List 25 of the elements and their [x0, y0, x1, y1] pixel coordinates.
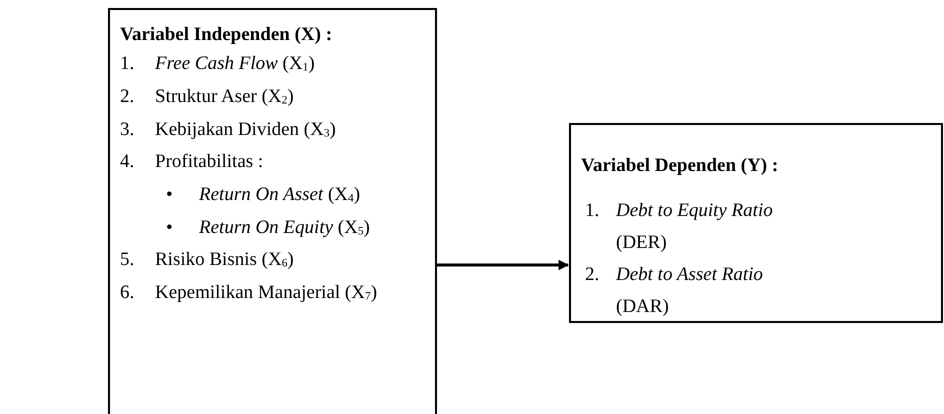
list-item: Struktur Aser (X$_{2}$)	[155, 86, 294, 109]
list-item: Profitabilitas :	[155, 151, 264, 173]
list-marker: 4.	[120, 151, 134, 173]
list-marker: 1.	[585, 200, 600, 222]
text-box	[108, 8, 437, 414]
list-marker: •	[166, 184, 173, 206]
heading: Variabel Dependen (Y) :	[581, 155, 778, 177]
list-item: Risiko Bisnis (X$_{6}$)	[155, 249, 294, 272]
list-item: Kepemilikan Manajerial (X$_{7}$)	[155, 282, 378, 305]
list-marker: 2.	[120, 86, 134, 108]
list-marker: 3.	[120, 119, 134, 141]
list-item: Debt to Equity Ratio (DER)	[616, 199, 774, 255]
list-item: Return On Equity (X$_{5}$)	[199, 217, 370, 240]
list-marker: 5.	[120, 249, 134, 271]
arrow	[437, 260, 570, 270]
list-item: Kebijakan Dividen (X$_{3}$)	[155, 119, 336, 142]
list-marker: 2.	[585, 264, 600, 286]
heading: Variabel Independen (X) :	[120, 24, 332, 46]
list-marker: 6.	[120, 282, 134, 304]
list-marker: •	[166, 217, 173, 239]
list-item: Free Cash Flow (X$_{1}$)	[155, 53, 315, 76]
list-item: Debt to Asset Ratio (DAR)	[616, 263, 764, 319]
list-marker: 1.	[120, 53, 134, 75]
text-box	[569, 123, 943, 323]
list-item: Return On Asset (X$_{4}$)	[199, 184, 360, 207]
